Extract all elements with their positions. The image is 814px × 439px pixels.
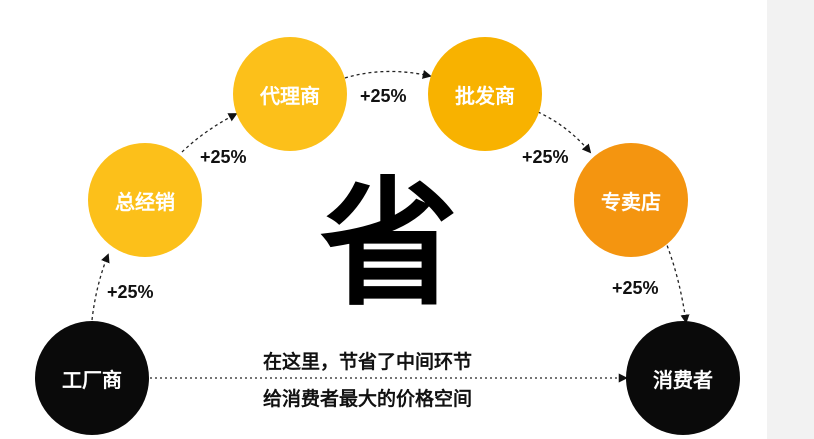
markup-label-4: +25% bbox=[522, 147, 569, 167]
markup-label-2: +25% bbox=[200, 147, 247, 167]
arrow-wholesale-to-store bbox=[537, 111, 592, 154]
right-side-panel bbox=[767, 0, 814, 439]
node-factory: 工厂商 bbox=[35, 321, 149, 435]
node-agent: 代理商 bbox=[233, 37, 347, 151]
arrow-store-to-consumer bbox=[664, 239, 690, 324]
node-store: 专卖店 bbox=[574, 143, 688, 257]
arrow-factory-to-general bbox=[91, 253, 110, 321]
node-consumer: 消费者 bbox=[626, 321, 740, 435]
node-factory-label: 工厂商 bbox=[62, 367, 122, 392]
markup-label-3: +25% bbox=[360, 86, 407, 106]
markup-label-1: +25% bbox=[107, 282, 154, 302]
node-store-label: 专卖店 bbox=[601, 189, 661, 214]
node-consumer-label: 消费者 bbox=[653, 367, 713, 392]
connector-lines bbox=[91, 69, 690, 383]
center-save-character: 省 bbox=[319, 164, 458, 325]
message-line-2: 给消费者最大的价格空间 bbox=[263, 388, 473, 410]
node-wholesaler: 批发商 bbox=[428, 37, 542, 151]
node-agent-label: 代理商 bbox=[260, 83, 320, 108]
message-line-1: 在这里，节省了中间环节 bbox=[263, 351, 473, 373]
arrow-agent-to-wholesale bbox=[344, 69, 432, 79]
node-general-distributor: 总经销 bbox=[88, 143, 202, 257]
node-general-distributor-label: 总经销 bbox=[115, 189, 175, 214]
node-wholesaler-label: 批发商 bbox=[455, 83, 515, 108]
markup-label-5: +25% bbox=[612, 278, 659, 298]
arrow-general-to-agent bbox=[181, 113, 238, 153]
